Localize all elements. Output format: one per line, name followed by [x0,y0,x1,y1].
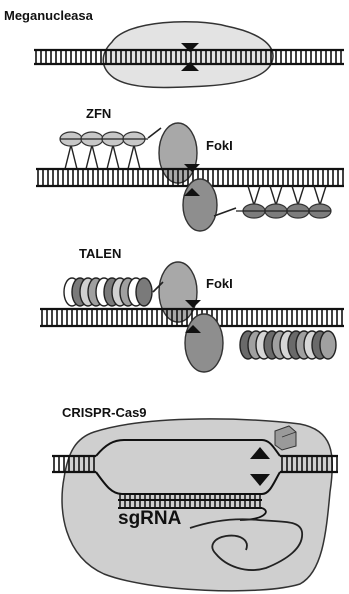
talen-foki-label: FokI [206,276,233,291]
talen-foki-domain-lower [185,314,223,372]
tale-repeat-array-lower [240,331,336,359]
tale-repeat-array-upper [64,278,152,306]
zfn-foki-label: FokI [206,138,233,153]
zfn-foki-domain-lower [183,179,217,231]
meganuclease-protein [103,22,273,88]
talen-panel: TALEN FokI [40,246,344,372]
meganuclease-title: Meganucleasa [4,8,94,23]
sgrna-label: sgRNA [118,508,182,529]
crispr-panel: CRISPR-Cas9 sgRNA [52,405,338,591]
zinc-finger-array-upper [60,132,148,169]
zfn-title: ZFN [86,106,111,121]
pam-box-icon [275,426,296,450]
talen-title: TALEN [79,246,121,261]
tale-repeat [320,331,336,359]
crispr-title: CRISPR-Cas9 [62,405,147,420]
zfn-panel: ZFN FokI [36,106,344,231]
tale-repeat [136,278,152,306]
zinc-finger-array-lower [236,186,331,218]
meganuclease-panel: Meganucleasa [4,8,344,88]
